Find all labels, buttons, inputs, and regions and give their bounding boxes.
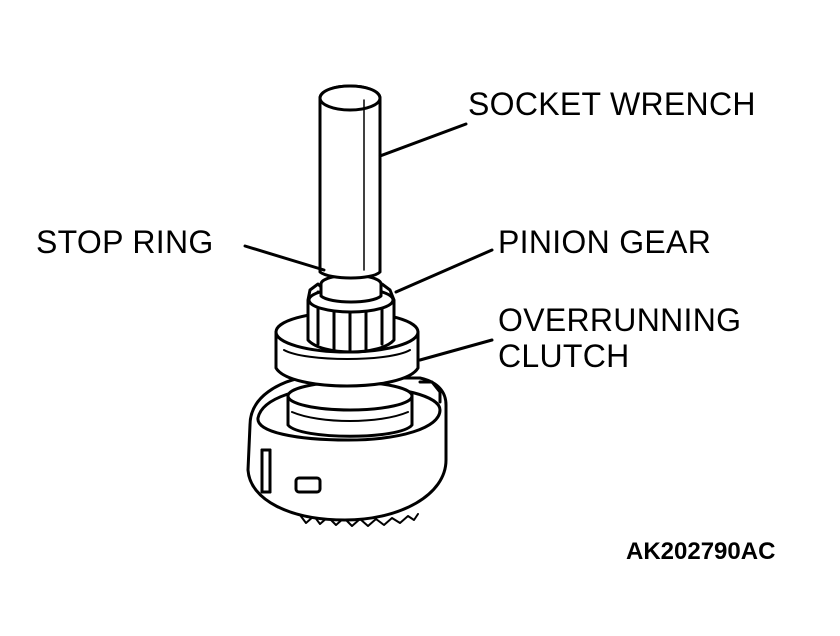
clutch-housing [246,376,448,527]
label-socket-wrench: SOCKET WRENCH [468,86,756,122]
socket-wrench [318,84,382,280]
label-stop-ring: STOP RING [36,224,214,260]
label-clutch: CLUTCH [498,338,630,374]
label-pinion-gear: PINION GEAR [498,224,712,260]
leader-lines [243,122,494,362]
leader-socket-wrench [378,122,468,158]
stop-ring [319,273,383,304]
label-overrunning: OVERRUNNING [498,302,742,338]
leader-overrunning-clutch [418,338,494,362]
leader-pinion-gear [394,248,494,294]
leader-stop-ring [243,244,326,272]
figure-code: AK202790AC [626,538,776,565]
